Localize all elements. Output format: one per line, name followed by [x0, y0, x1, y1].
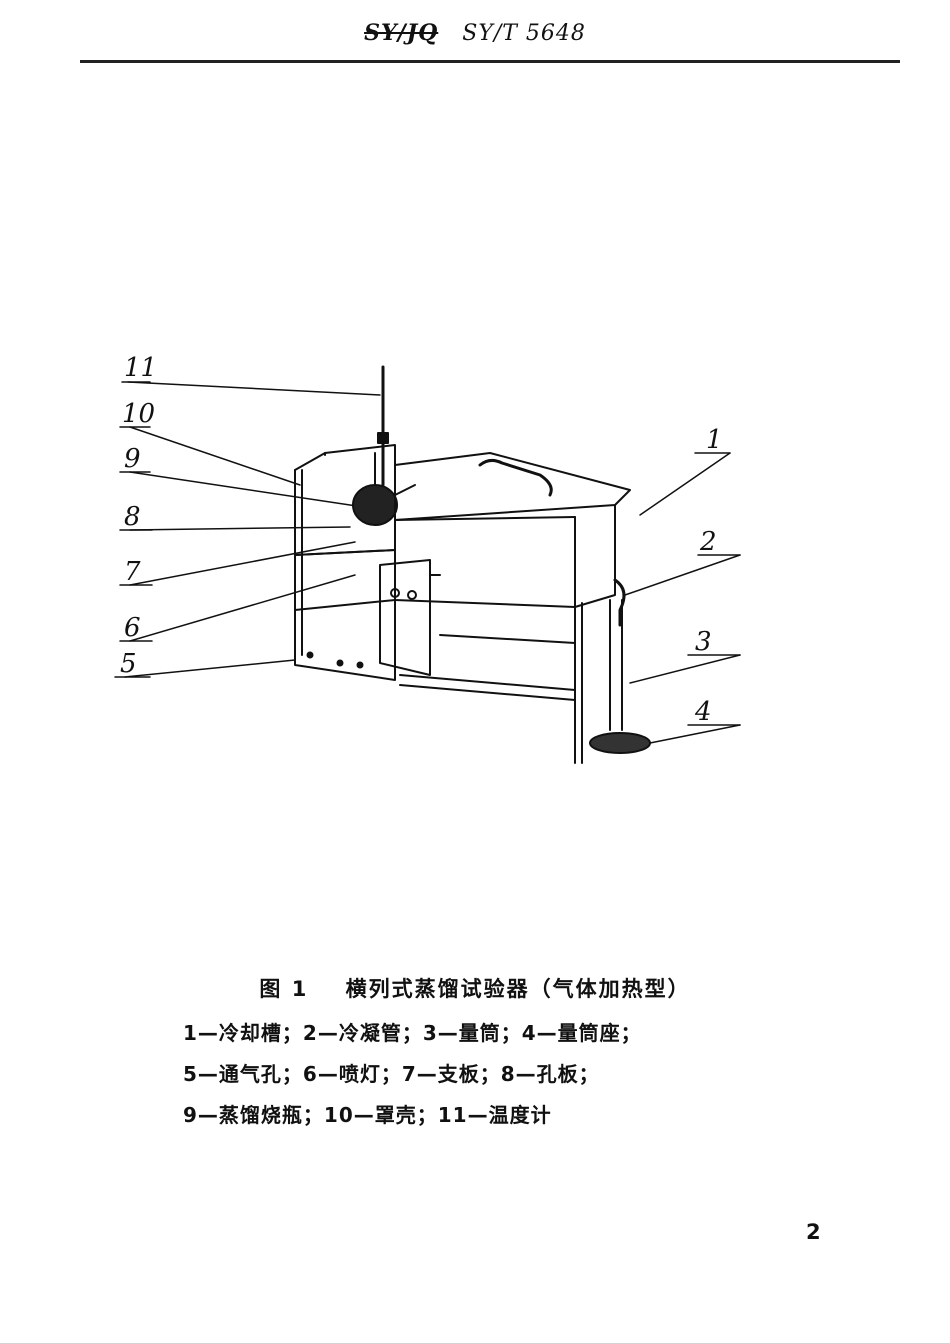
callout-8: 8 — [124, 502, 141, 532]
callout-3: 3 — [695, 627, 712, 657]
leader-lines — [114, 381, 741, 746]
legend-line-1: 1—冷却槽；2—冷凝管；3—量筒；4—量筒座； — [183, 1021, 642, 1045]
figure-caption: 图 1 横列式蒸馏试验器（气体加热型） — [0, 973, 950, 1003]
cooling-tank-lid — [394, 452, 631, 521]
callout-11: 11 — [124, 353, 158, 383]
legend-line-3: 9—蒸馏烧瓶；10—罩壳；11—温度计 — [183, 1103, 552, 1127]
callout-4: 4 — [695, 697, 712, 727]
header-rule — [80, 60, 900, 63]
figure-title: 横列式蒸馏试验器（气体加热型） — [345, 977, 691, 1001]
apparatus-drawing — [114, 365, 741, 764]
apparatus-figure: 11 10 9 8 7 6 5 1 2 3 4 — [110, 345, 790, 825]
document-header: SY/JQ SY/T 5648 — [0, 20, 950, 46]
cylinder-base — [589, 732, 651, 754]
callout-9: 9 — [124, 444, 141, 474]
callout-2: 2 — [700, 527, 717, 557]
tank-handle — [478, 458, 553, 497]
support-plate — [379, 559, 431, 676]
frame-crossbar — [439, 634, 576, 644]
callout-5: 5 — [120, 649, 137, 679]
callout-6: 6 — [124, 613, 141, 643]
callout-1: 1 — [706, 425, 723, 455]
condenser-tube — [613, 578, 626, 627]
callout-10: 10 — [122, 399, 156, 429]
burner-box — [294, 614, 396, 681]
page-number: 2 — [806, 1220, 821, 1244]
legend-line-2: 5—通气孔；6—喷灯；7—支板；8—孔板； — [183, 1062, 600, 1086]
struck-standard-code: SY/JQ — [364, 20, 439, 46]
distillation-flask — [352, 484, 398, 526]
standard-code: SY/T 5648 — [462, 21, 586, 46]
callout-7: 7 — [124, 557, 141, 587]
figure-label: 图 1 — [259, 977, 309, 1001]
